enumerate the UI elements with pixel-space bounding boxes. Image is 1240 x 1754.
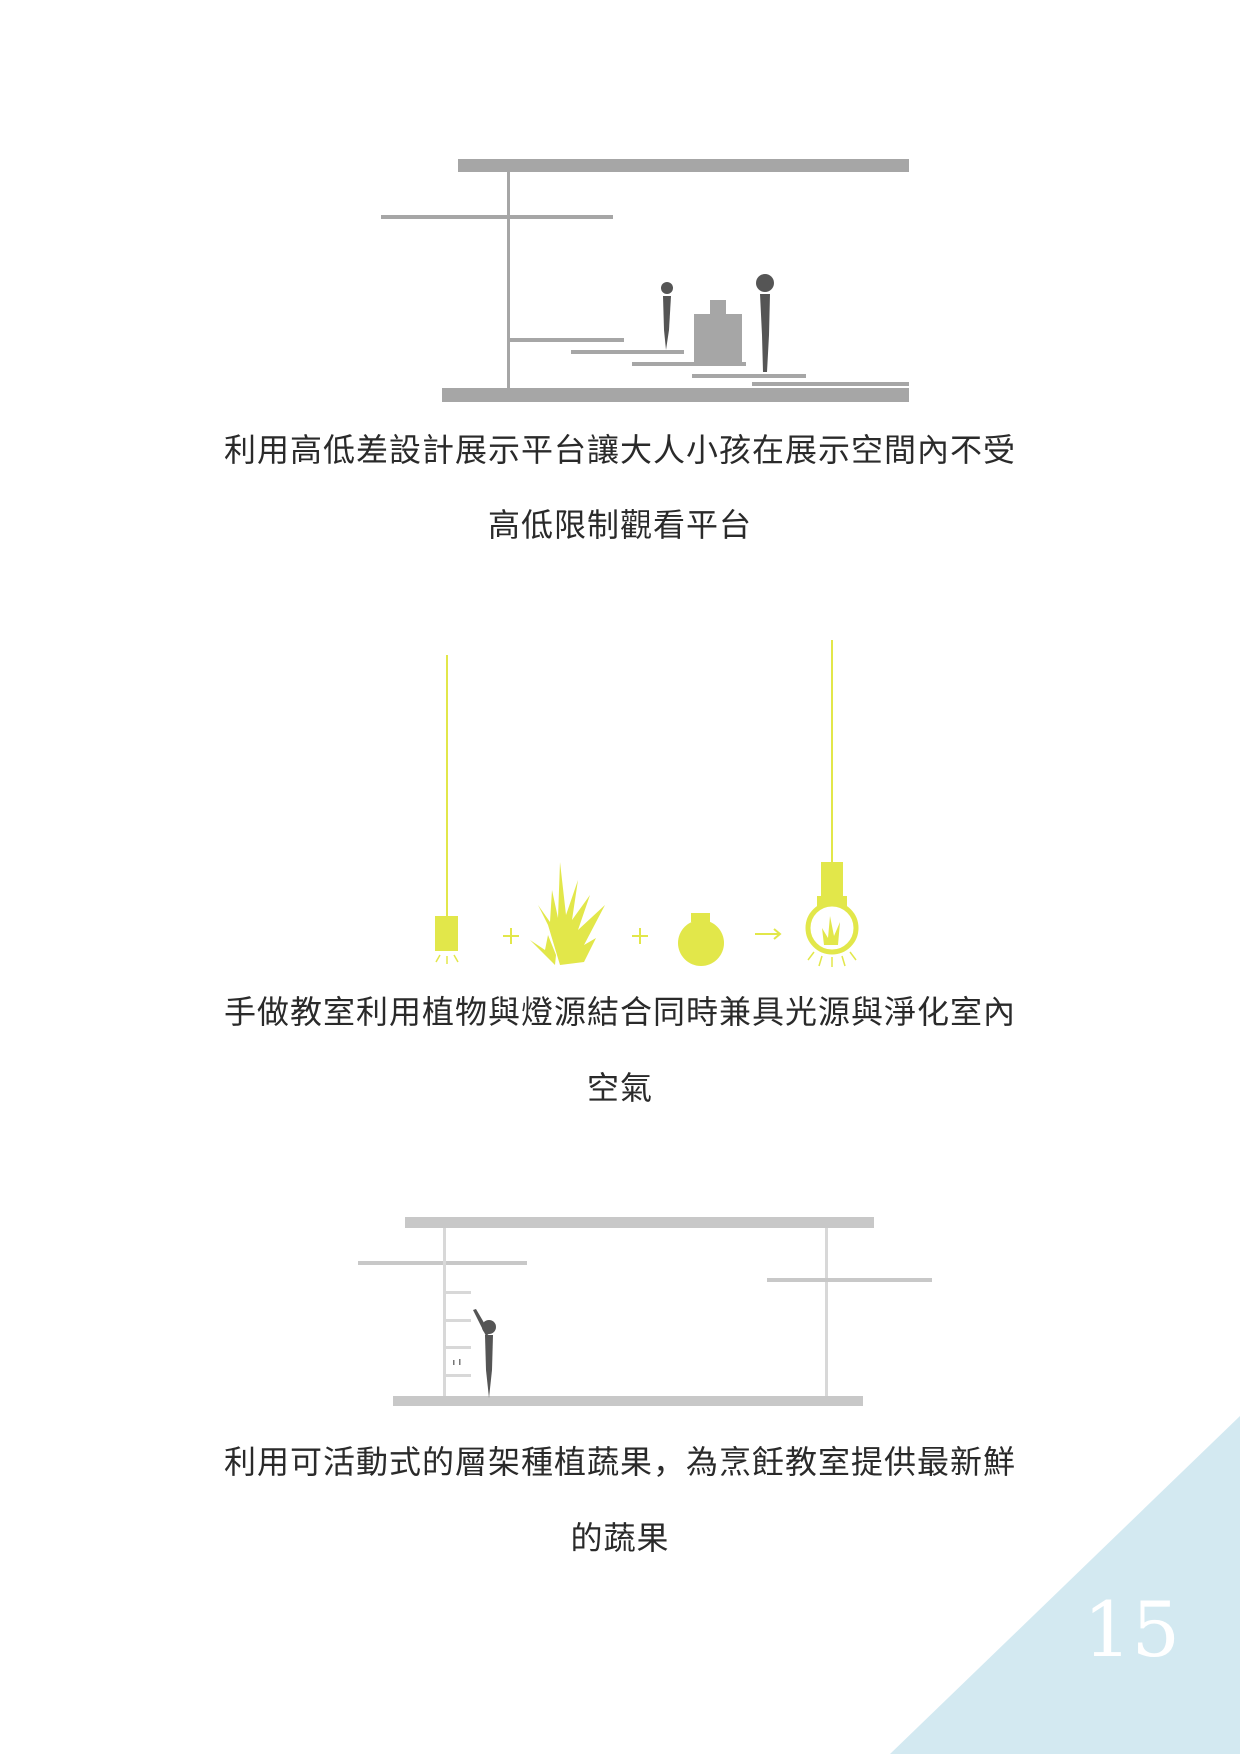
movable-shelf-illustration bbox=[358, 1217, 932, 1406]
plant-icon bbox=[530, 862, 605, 965]
lamp-left bbox=[435, 916, 458, 951]
plant-lamp-illustration bbox=[435, 640, 859, 967]
caption-2-line-2: 空氣 bbox=[586, 1069, 653, 1107]
step-2 bbox=[571, 350, 684, 354]
floor-bar bbox=[442, 388, 909, 402]
adult-figure bbox=[756, 274, 774, 372]
ladder-shelves bbox=[446, 1291, 471, 1377]
plant-lamp-combined-icon bbox=[805, 862, 859, 967]
display-platform-illustration bbox=[381, 159, 909, 402]
left-ceiling-arm bbox=[358, 1261, 527, 1265]
caption-2-line-1: 手做教室利用植物與燈源結合同時兼具光源與淨化室內 bbox=[223, 993, 1016, 1031]
plus-icon-1 bbox=[503, 928, 519, 944]
vertical-post bbox=[507, 172, 510, 388]
child-figure bbox=[661, 282, 673, 350]
child-reaching-figure bbox=[473, 1309, 496, 1398]
step-3 bbox=[632, 362, 746, 366]
bulb-icon bbox=[678, 913, 724, 966]
floor-beam bbox=[393, 1396, 863, 1406]
step-5 bbox=[752, 382, 909, 386]
caption-1-line-2: 高低限制觀看平台 bbox=[487, 506, 752, 544]
arrow-icon bbox=[755, 928, 782, 940]
display-block-right bbox=[726, 324, 742, 364]
left-post bbox=[443, 1228, 446, 1396]
plus-icon-2 bbox=[632, 928, 648, 944]
right-shelf bbox=[767, 1278, 932, 1282]
small-plants bbox=[453, 1359, 461, 1365]
upper-shelf bbox=[381, 215, 613, 219]
shelf-top-beam bbox=[405, 1217, 874, 1228]
lamp-light-rays bbox=[435, 954, 459, 964]
display-block-mid bbox=[710, 300, 726, 320]
caption-3-line-2: 的蔬果 bbox=[570, 1519, 670, 1557]
caption-1-line-1: 利用高低差設計展示平台讓大人小孩在展示空間內不受 bbox=[223, 431, 1016, 469]
step-4 bbox=[692, 374, 806, 378]
step-1 bbox=[510, 338, 624, 342]
ceiling-bar bbox=[458, 159, 909, 172]
page-number: 15 bbox=[1083, 1585, 1180, 1674]
right-post bbox=[825, 1228, 828, 1396]
caption-3-line-1: 利用可活動式的層架種植蔬果，為烹飪教室提供最新鮮 bbox=[223, 1443, 1016, 1481]
